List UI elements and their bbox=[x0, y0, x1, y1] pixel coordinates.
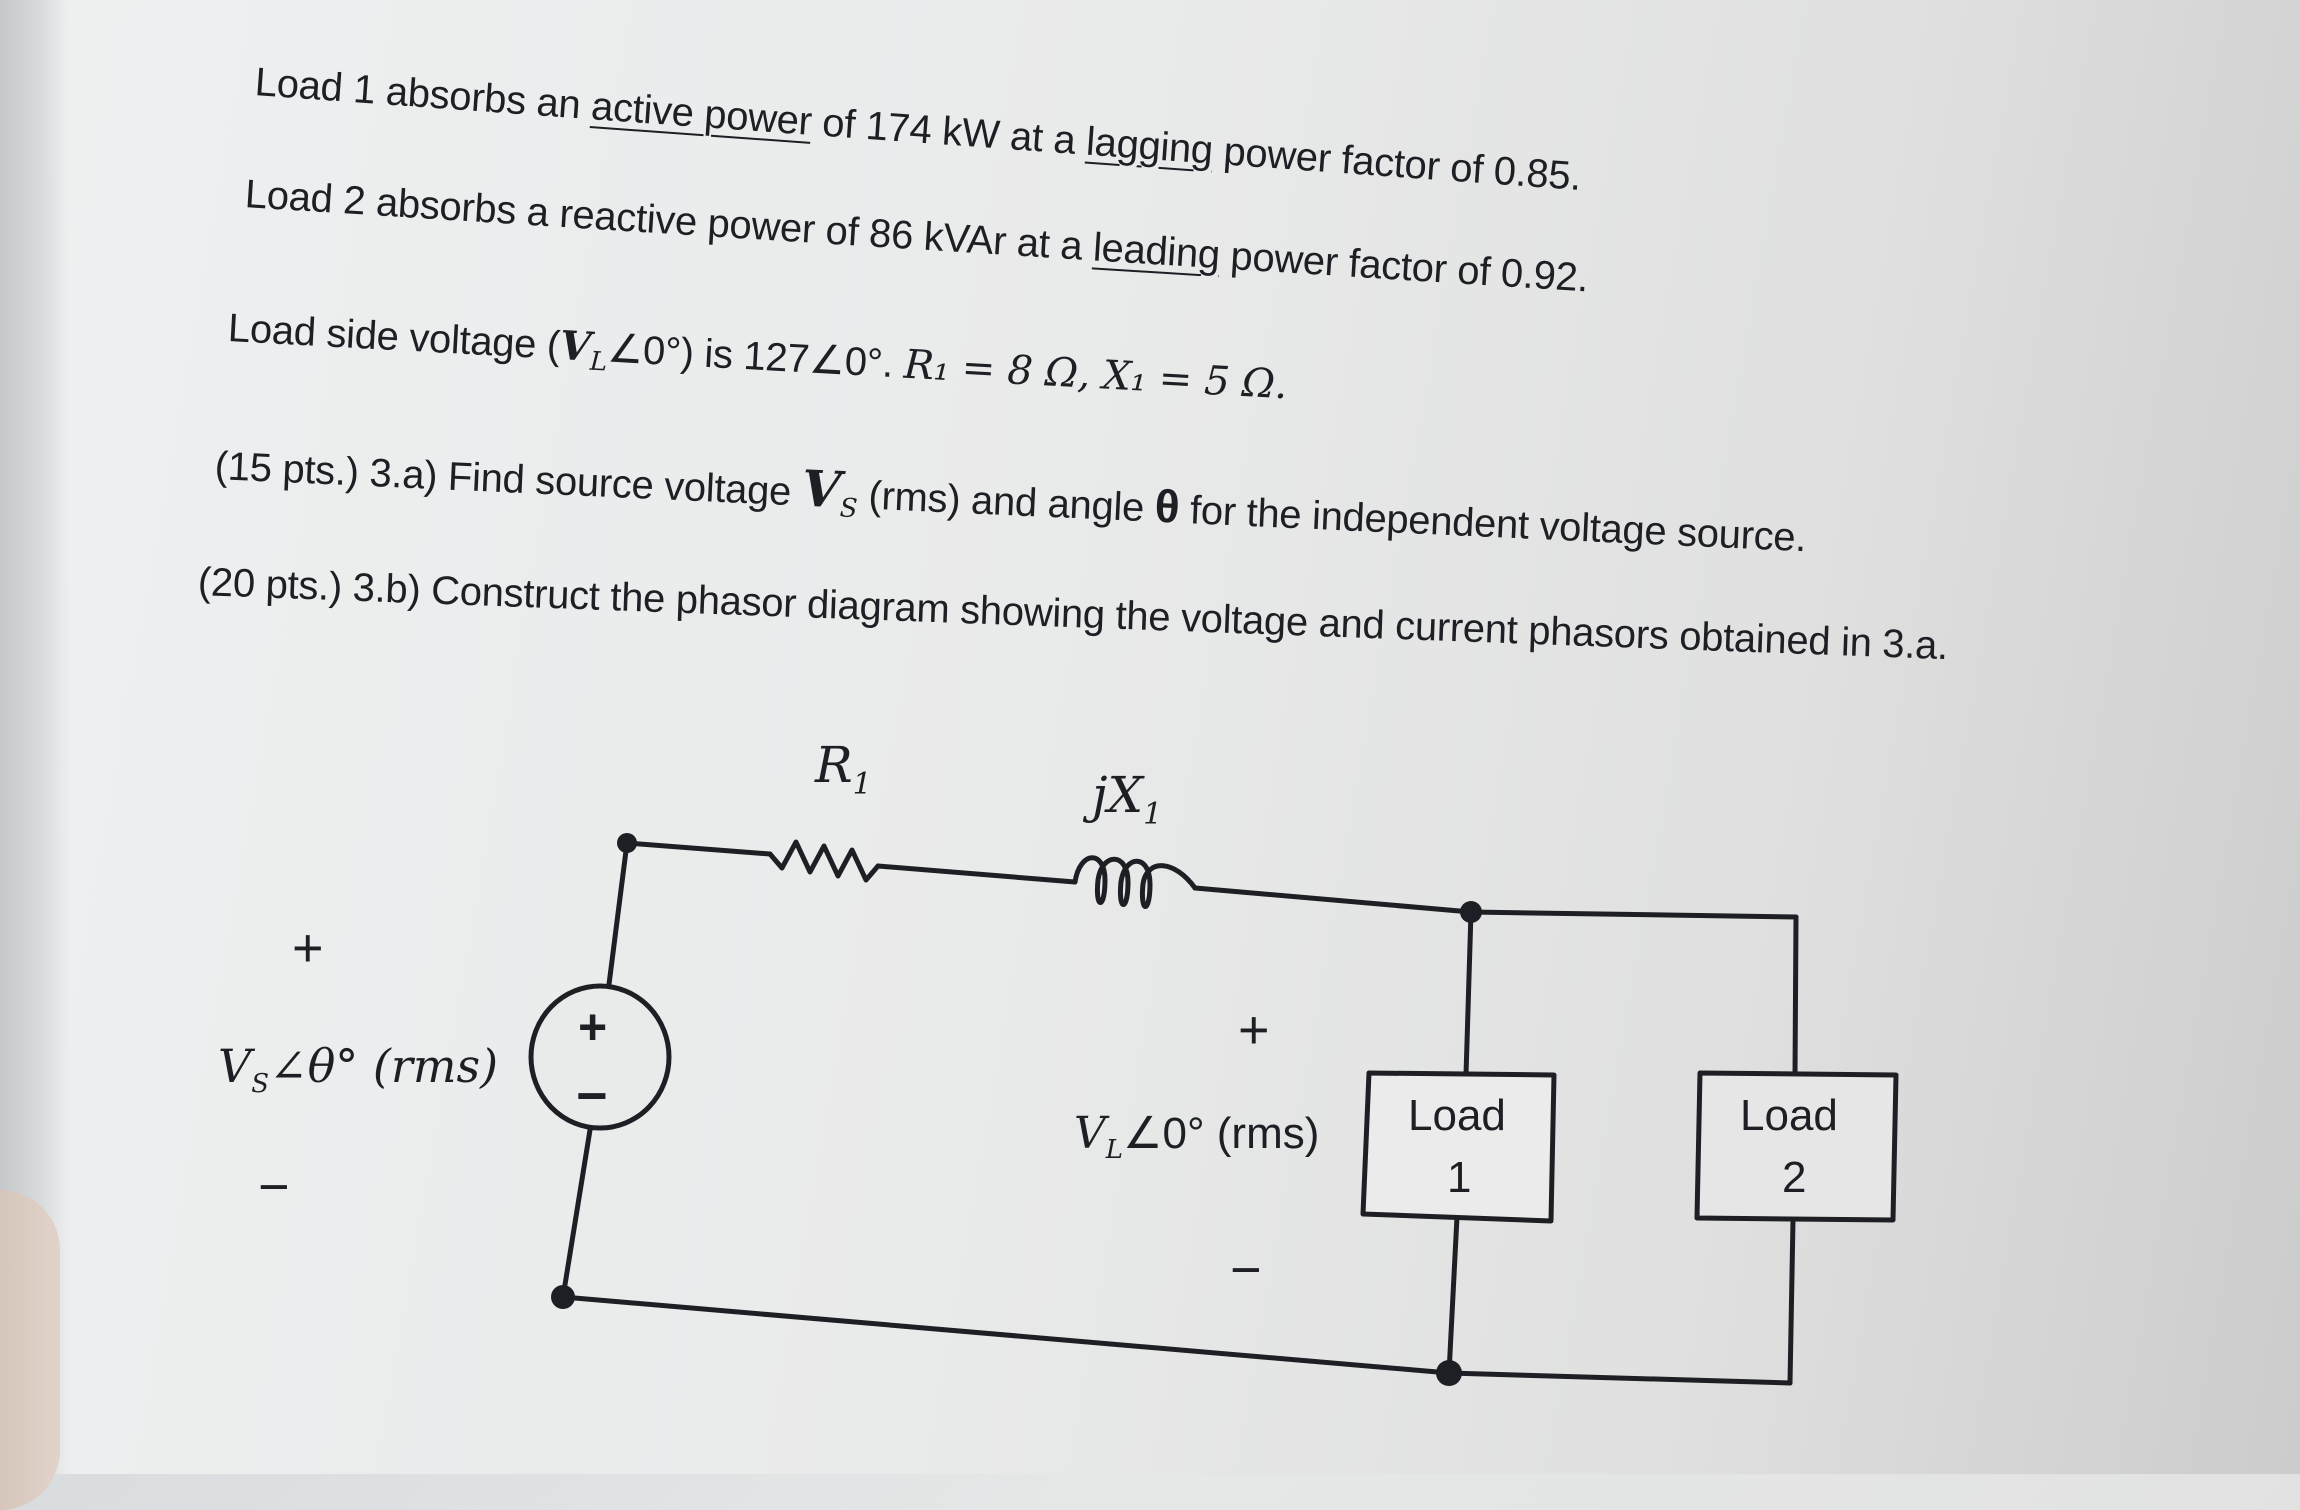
load-1-box bbox=[1360, 1070, 1557, 1224]
node-bottom-left bbox=[551, 1285, 575, 1309]
wire-load2-top bbox=[1792, 914, 1799, 1078]
x1-label: jX1 bbox=[1082, 766, 1162, 832]
vs-plus: + bbox=[292, 918, 324, 978]
wire-load1-bottom bbox=[1446, 1214, 1460, 1376]
load-2-word: Load bbox=[1740, 1091, 1838, 1140]
node-top-left bbox=[617, 833, 637, 853]
load-2-number: 2 bbox=[1782, 1153, 1806, 1202]
vl-minus: − bbox=[1230, 1240, 1262, 1300]
wire-left-top bbox=[604, 840, 630, 1003]
r1-label: R1 bbox=[814, 736, 872, 802]
node-bottom-right bbox=[1436, 1360, 1462, 1386]
vl-plus: + bbox=[1238, 1000, 1270, 1060]
node-top-right bbox=[1460, 901, 1482, 923]
load-2-box bbox=[1694, 1070, 1899, 1223]
wire-load1-top bbox=[1463, 909, 1474, 1078]
vl-label: VL∠0° (rms) bbox=[1074, 1108, 1319, 1165]
vs-label: VS∠θ° (rms) bbox=[218, 1039, 498, 1099]
wire-left-bottom bbox=[560, 1127, 593, 1300]
vs-minus: − bbox=[258, 1157, 290, 1217]
wire-top-load2 bbox=[1468, 909, 1799, 920]
resistor-r1 bbox=[767, 839, 881, 883]
wire-top-middle bbox=[875, 863, 1078, 885]
circuit-diagram: R1 jX1 + − + VS∠θ° (rms) − + VL∠0° (rms)… bbox=[218, 736, 1899, 1386]
wire-bottom bbox=[560, 1294, 1452, 1376]
load-1-word: Load bbox=[1408, 1091, 1506, 1140]
wire-top-left bbox=[624, 840, 773, 857]
inductor-x1 bbox=[1072, 855, 1198, 909]
voltage-source bbox=[528, 983, 672, 1131]
wire-load2-bottom bbox=[1787, 1217, 1796, 1386]
load-1-number: 1 bbox=[1447, 1153, 1471, 1202]
source-minus-sign: − bbox=[576, 1066, 608, 1126]
source-plus-sign: + bbox=[578, 999, 607, 1055]
wire-bottom-right bbox=[1446, 1370, 1793, 1386]
wire-top-right bbox=[1192, 885, 1474, 915]
finger-thumb bbox=[0, 1190, 60, 1510]
